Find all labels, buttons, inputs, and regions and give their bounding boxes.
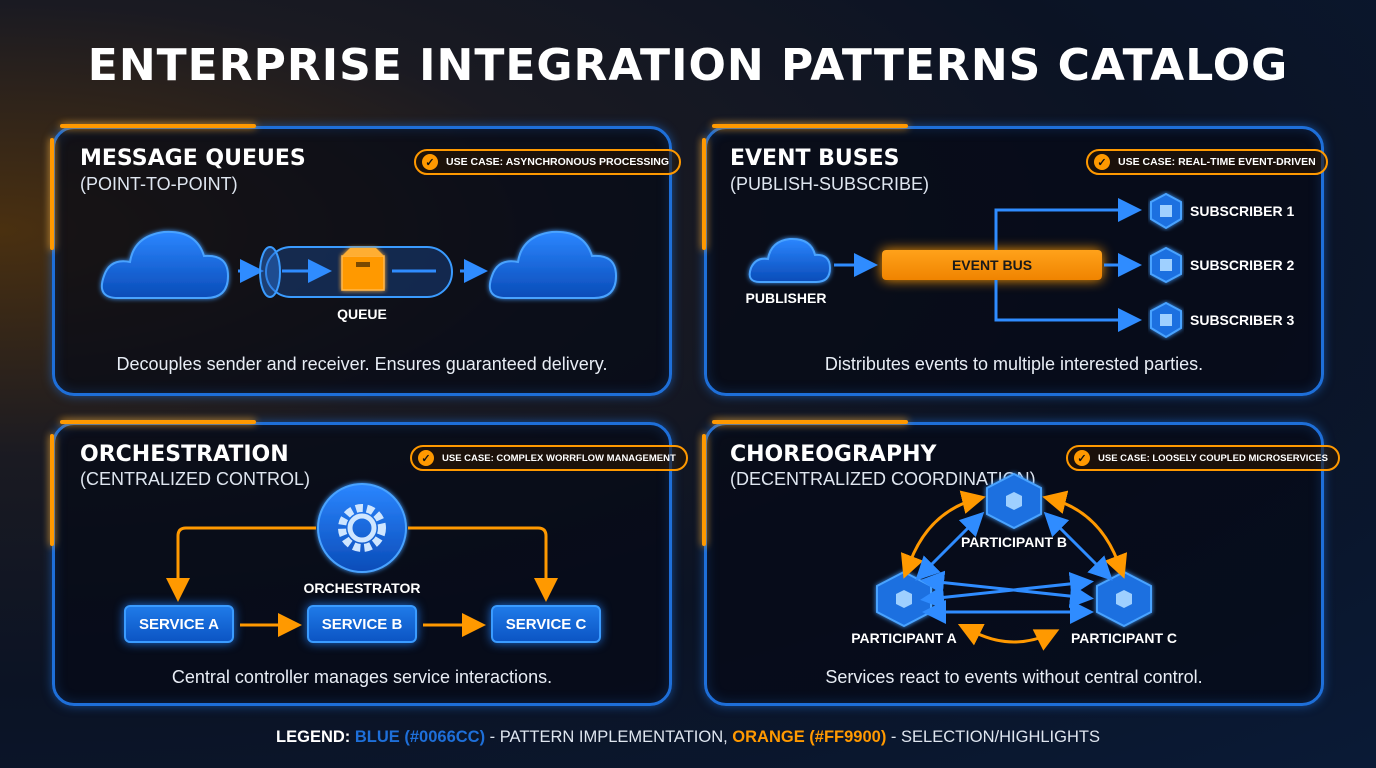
publisher-label: PUBLISHER (745, 290, 827, 306)
orch-subtitle: (CENTRALIZED CONTROL) (80, 469, 311, 489)
subscriber-1-label: SUBSCRIBER 1 (1190, 203, 1295, 219)
mq-use-case-badge: ✓ USE CASE: ASYNCHRONOUS PROCESSING (414, 149, 682, 175)
event-bus-bar: EVENT BUS (882, 250, 1102, 280)
subscriber-2-icon (1150, 246, 1182, 284)
chor-description: Services react to events without central… (825, 667, 1203, 687)
accent-line (50, 138, 54, 250)
page-title: ENTERPRISE INTEGRATION PATTERNS CATALOG (87, 40, 1289, 91)
queue-label: QUEUE (337, 306, 387, 322)
chor-subtitle: (DECENTRALIZED COORDINATION) (730, 469, 1036, 489)
chor-title: CHOREOGRAPHY (730, 442, 937, 467)
eb-use-case-badge: ✓ USE CASE: REAL-TIME EVENT-DRIVEN (1086, 149, 1328, 175)
check-icon: ✓ (418, 450, 434, 466)
chor-badge-text: USE CASE: LOOSELY COUPLED MICROSERVICES (1098, 452, 1328, 464)
mq-title: MESSAGE QUEUES (80, 146, 306, 171)
mq-badge-text: USE CASE: ASYNCHRONOUS PROCESSING (446, 156, 670, 168)
subscriber-3-icon (1150, 301, 1182, 339)
service-c-box: SERVICE C (491, 605, 601, 643)
orch-description: Central controller manages service inter… (171, 667, 553, 687)
check-icon: ✓ (1094, 154, 1110, 170)
accent-line (712, 124, 908, 128)
orchestrator-label: ORCHESTRATOR (303, 580, 421, 596)
check-icon: ✓ (422, 154, 438, 170)
chor-use-case-badge: ✓ USE CASE: LOOSELY COUPLED MICROSERVICES (1066, 445, 1340, 471)
accent-line (60, 124, 256, 128)
package-box-icon (341, 248, 385, 291)
eb-description: Distributes events to multiple intereste… (824, 354, 1204, 374)
eb-title: EVENT BUSES (730, 146, 900, 171)
eb-badge-text: USE CASE: REAL-TIME EVENT-DRIVEN (1118, 156, 1316, 168)
cloud-receiver-icon (488, 230, 618, 299)
accent-line (50, 434, 54, 546)
participant-c-label: PARTICIPANT C (1070, 630, 1178, 646)
participant-b-icon (986, 472, 1042, 530)
accent-line (702, 434, 706, 546)
mq-subtitle: (POINT-TO-POINT) (80, 174, 238, 194)
legend: LEGEND: BLUE (#0066CC) - PATTERN IMPLEME… (0, 728, 1376, 747)
orch-badge-text: USE CASE: COMPLEX WORRFLOW MANAGEMENT (442, 452, 676, 464)
legend-blue-text: - PATTERN IMPLEMENTATION, (485, 728, 733, 746)
orch-title: ORCHESTRATION (80, 442, 289, 467)
publisher-cloud-icon (748, 237, 832, 283)
service-b-box: SERVICE B (307, 605, 417, 643)
subscriber-2-label: SUBSCRIBER 2 (1190, 257, 1295, 273)
participant-a-icon (876, 570, 932, 628)
legend-orange-text: - SELECTION/HIGHLIGHTS (886, 728, 1100, 746)
subscriber-1-icon (1150, 192, 1182, 230)
subscriber-3-label: SUBSCRIBER 3 (1190, 312, 1295, 328)
accent-line (702, 138, 706, 250)
accent-line (60, 420, 256, 424)
participant-a-label: PARTICIPANT A (851, 630, 957, 646)
accent-line (712, 420, 908, 424)
legend-blue: BLUE (#0066CC) (354, 728, 486, 746)
orchestrator-gear-icon (317, 483, 407, 573)
participant-c-icon (1096, 570, 1152, 628)
legend-orange: ORANGE (#FF9900) (732, 728, 887, 746)
eb-subtitle: (PUBLISH-SUBSCRIBE) (730, 174, 930, 194)
mq-description: Decouples sender and receiver. Ensures g… (116, 354, 608, 374)
legend-prefix: LEGEND: (276, 728, 351, 746)
service-a-box: SERVICE A (124, 605, 234, 643)
orch-use-case-badge: ✓ USE CASE: COMPLEX WORRFLOW MANAGEMENT (410, 445, 688, 471)
check-icon: ✓ (1074, 450, 1090, 466)
participant-b-label: PARTICIPANT B (960, 534, 1068, 550)
cloud-sender-icon (100, 230, 230, 299)
